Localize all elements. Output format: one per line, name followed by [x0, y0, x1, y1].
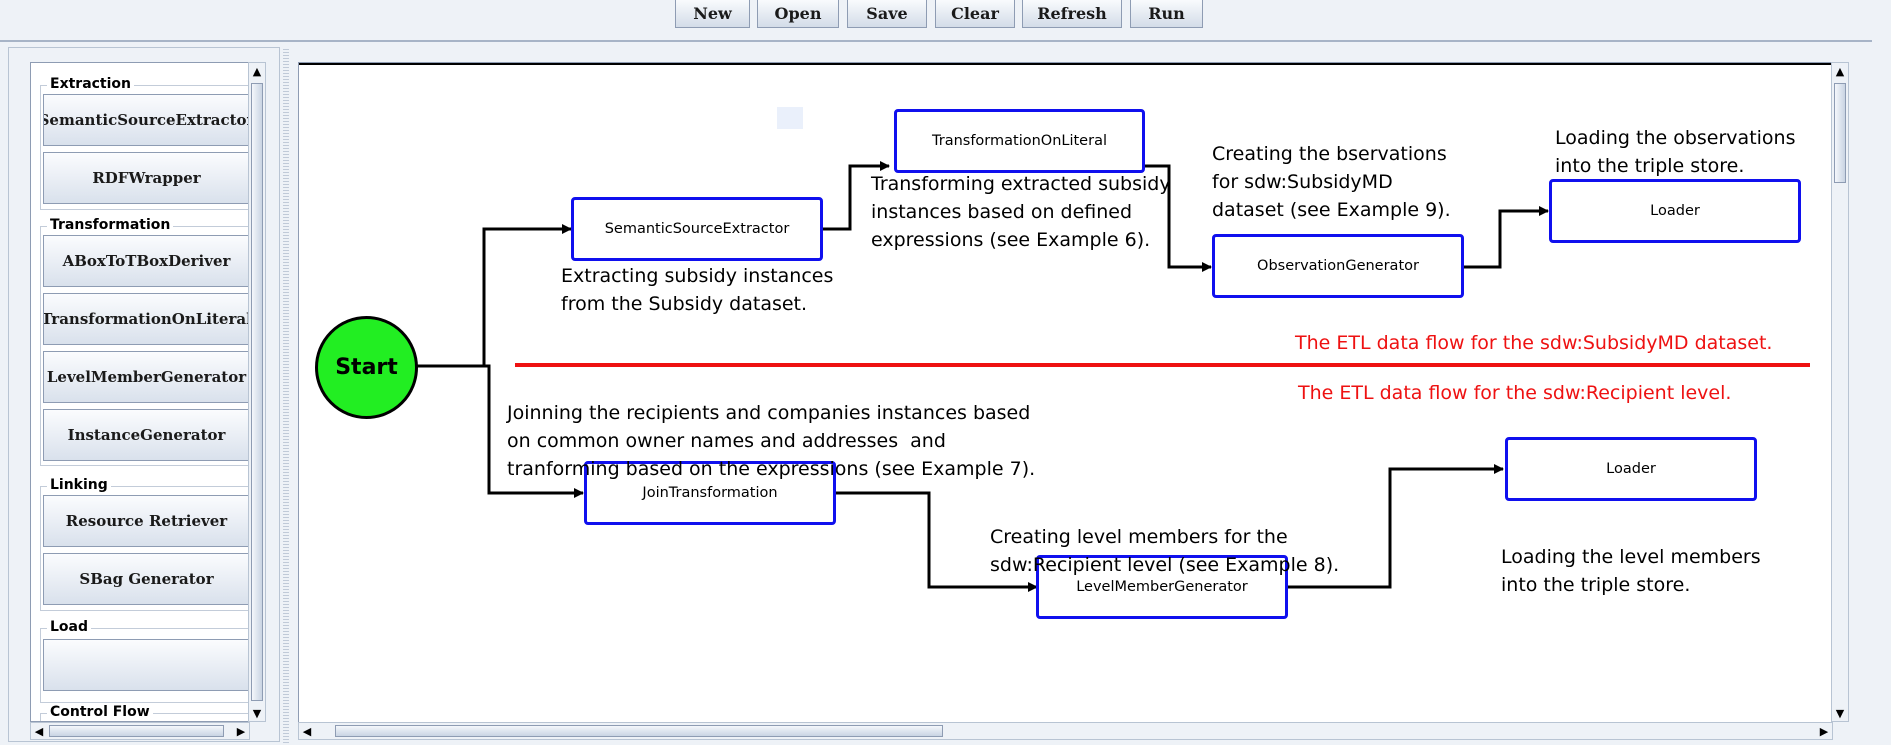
group-extraction: Extraction [40, 76, 249, 210]
group-title-linking: Linking [47, 477, 111, 493]
note-load-level-members: Loading the level members into the tripl… [1501, 546, 1761, 596]
palette-item-transformation-on-literal[interactable]: TransformationOnLiteral [43, 293, 249, 345]
group-transformation: Transformation [40, 217, 249, 466]
canvas-scroll-up-icon[interactable]: ▲ [1835, 64, 1845, 78]
connector-extractor-to-transformation [823, 161, 890, 231]
palette-horizontal-scrollbar[interactable]: ◀ ▶ [30, 722, 250, 740]
label-subsidy-flow: The ETL data flow for the sdw:SubsidyMD … [1295, 332, 1773, 354]
workflow-canvas[interactable]: Start SemanticSourceExtractor Transforma… [298, 62, 1833, 724]
run-button[interactable]: Run [1130, 0, 1203, 28]
toolbar-separator [0, 40, 1872, 42]
connector-observation-to-loader [1464, 206, 1549, 269]
open-button[interactable]: Open [757, 0, 839, 28]
palette-hscroll-thumb[interactable] [49, 725, 224, 737]
palette-vertical-scrollbar[interactable]: ▲ ▼ [248, 62, 266, 722]
note-join: Joinning the recipients and companies in… [507, 402, 1036, 480]
canvas-top-border [299, 63, 1832, 65]
palette-item-instance-generator[interactable]: InstanceGenerator [43, 409, 249, 461]
node-observation-generator[interactable]: ObservationGenerator [1212, 234, 1464, 298]
node-level-member-generator[interactable]: LevelMemberGenerator [1036, 555, 1288, 619]
connector-start-to-extractor [415, 224, 572, 368]
note-load-observations: Loading the observations into the triple… [1555, 127, 1796, 177]
connector-transformation-to-observation [1145, 164, 1212, 272]
label-recipient-flow: The ETL data flow for the sdw:Recipient … [1298, 382, 1732, 404]
palette-item-abox-to-tbox-deriver[interactable]: ABoxToTBoxDeriver [43, 235, 249, 287]
node-loader-bottom[interactable]: Loader [1505, 437, 1757, 501]
node-join-transformation[interactable]: JoinTransformation [584, 461, 836, 525]
group-linking: Linking [40, 477, 249, 611]
group-title-control-flow: Control Flow [47, 704, 153, 720]
connector-start-to-join [484, 364, 584, 498]
group-title-load: Load [47, 619, 92, 635]
note-observations: Creating the bservations for sdw:Subsidy… [1212, 143, 1451, 221]
canvas-scroll-down-icon[interactable]: ▼ [1835, 706, 1845, 720]
scroll-down-icon[interactable]: ▼ [252, 706, 262, 720]
note-transform: Transforming extracted subsidy instances… [871, 173, 1171, 251]
node-semantic-source-extractor[interactable]: SemanticSourceExtractor [571, 197, 823, 261]
canvas-horizontal-scrollbar[interactable]: ◀ ▶ [298, 722, 1833, 740]
palette-item-level-member-generator[interactable]: LevelMemberGenerator [43, 351, 249, 403]
canvas-scroll-right-icon[interactable]: ▶ [1819, 724, 1829, 738]
start-node[interactable]: Start [315, 316, 418, 419]
refresh-button[interactable]: Refresh [1022, 0, 1122, 28]
new-button[interactable]: New [675, 0, 750, 28]
palette-item-rdf-wrapper[interactable]: RDFWrapper [43, 152, 249, 204]
palette-item-resource-retriever[interactable]: Resource Retriever [43, 495, 249, 547]
split-pane-divider[interactable] [283, 47, 289, 745]
palette-list: Extraction SemanticSourceExtractor RDFWr… [30, 62, 250, 722]
ghost-artifact [777, 107, 803, 129]
palette-scroll-thumb[interactable] [251, 83, 263, 701]
group-control-flow: Control Flow [40, 704, 249, 721]
flow-connectors [415, 161, 1810, 592]
scroll-left-icon[interactable]: ◀ [34, 724, 44, 738]
node-transformation-on-literal[interactable]: TransformationOnLiteral [894, 109, 1145, 173]
note-extract: Extracting subsidy instances from the Su… [561, 265, 834, 315]
clear-button[interactable]: Clear [935, 0, 1015, 28]
scroll-right-icon[interactable]: ▶ [236, 724, 246, 738]
group-load: Load [40, 619, 249, 703]
group-title-transformation: Transformation [47, 217, 174, 233]
canvas-scroll-thumb[interactable] [1834, 83, 1846, 183]
connector-levelmember-to-loader [1287, 464, 1504, 589]
connector-join-to-levelmember [833, 491, 1038, 592]
canvas-scroll-left-icon[interactable]: ◀ [302, 724, 312, 738]
palette-item-semantic-source-extractor[interactable]: SemanticSourceExtractor [43, 94, 249, 146]
note-level-members: Creating level members for the sdw:Recip… [990, 526, 1340, 576]
canvas-vertical-scrollbar[interactable]: ▲ ▼ [1831, 62, 1849, 722]
palette-item-load-empty[interactable] [43, 639, 249, 691]
node-loader-top[interactable]: Loader [1549, 179, 1801, 243]
save-button[interactable]: Save [847, 0, 927, 28]
scroll-up-icon[interactable]: ▲ [252, 64, 262, 78]
palette-item-sbag-generator[interactable]: SBag Generator [43, 553, 249, 605]
canvas-hscroll-thumb[interactable] [335, 725, 943, 737]
group-title-extraction: Extraction [47, 76, 135, 92]
toolbar: New Open Save Clear Refresh Run [0, 0, 1891, 36]
